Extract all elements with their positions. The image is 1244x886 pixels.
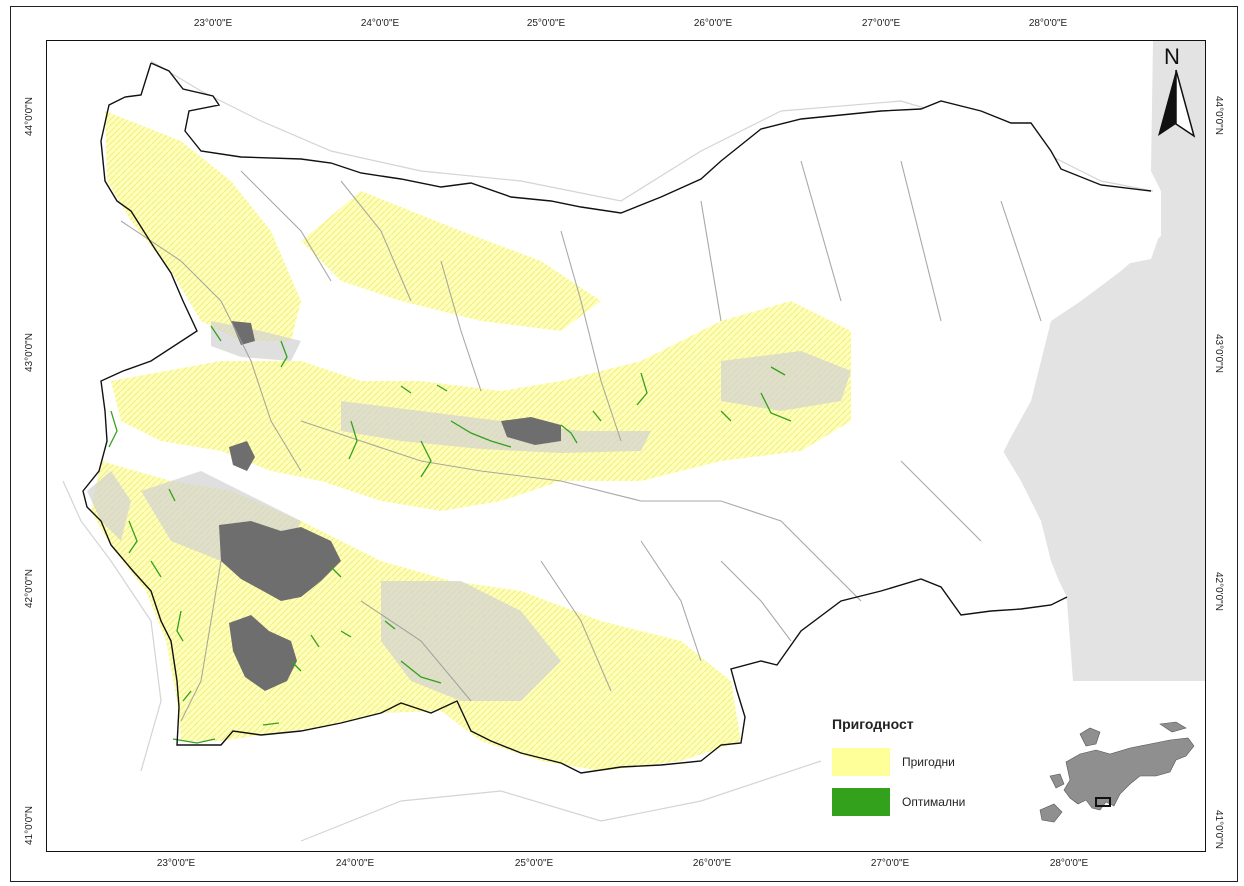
lon-tick-25-bottom: 25°0'0"E: [514, 858, 554, 869]
rivers: [120, 160, 1042, 722]
lon-tick-25-top: 25°0'0"E: [526, 18, 566, 29]
relief-light: [87, 321, 851, 701]
map-canvas: [62, 41, 1205, 851]
optimal-habitats: [108, 325, 792, 744]
legend-title: Пригодност: [832, 716, 914, 732]
lon-tick-23-top: 23°0'0"E: [193, 18, 233, 29]
europe-inset-land: [1039, 721, 1195, 823]
high-mountains: [219, 321, 561, 691]
legend-swatch-optimal: [832, 788, 890, 816]
north-label: N: [1164, 44, 1180, 69]
lat-tick-42-left: 42°0'0"N: [24, 569, 35, 608]
inset-locator-map: [1039, 721, 1195, 823]
lon-tick-28-top: 28°0'0"E: [1028, 18, 1068, 29]
lat-tick-43-right: 43°0'0"N: [1213, 334, 1224, 373]
lat-tick-44-right: 44°0'0"N: [1213, 96, 1224, 135]
inset-bulgaria-marker: [1095, 797, 1111, 807]
lon-tick-27-top: 27°0'0"E: [861, 18, 901, 29]
lat-tick-44-left: 44°0'0"N: [24, 97, 35, 136]
lat-tick-41-right: 41°0'0"N: [1213, 810, 1224, 849]
legend-swatch-suitable: [832, 748, 890, 776]
lat-tick-43-left: 43°0'0"N: [24, 333, 35, 372]
legend: Пригодност Пригодни Оптимални: [820, 706, 1010, 826]
lat-tick-41-left: 41°0'0"N: [24, 806, 35, 845]
lon-tick-23-bottom: 23°0'0"E: [156, 858, 196, 869]
national-border: [82, 62, 1152, 774]
north-arrow-icon: [1158, 69, 1196, 138]
lon-tick-26-top: 26°0'0"E: [693, 18, 733, 29]
map-frame: [10, 6, 1238, 882]
legend-label-optimal: Оптимални: [902, 795, 966, 809]
lon-tick-28-bottom: 28°0'0"E: [1049, 858, 1089, 869]
legend-label-suitable: Пригодни: [902, 755, 955, 769]
lon-tick-26-bottom: 26°0'0"E: [692, 858, 732, 869]
lat-tick-42-right: 42°0'0"N: [1213, 572, 1224, 611]
map-panel[interactable]: [46, 40, 1206, 852]
lon-tick-24-bottom: 24°0'0"E: [335, 858, 375, 869]
black-sea: [997, 41, 1205, 681]
lon-tick-27-bottom: 27°0'0"E: [870, 858, 910, 869]
lon-tick-24-top: 24°0'0"E: [360, 18, 400, 29]
